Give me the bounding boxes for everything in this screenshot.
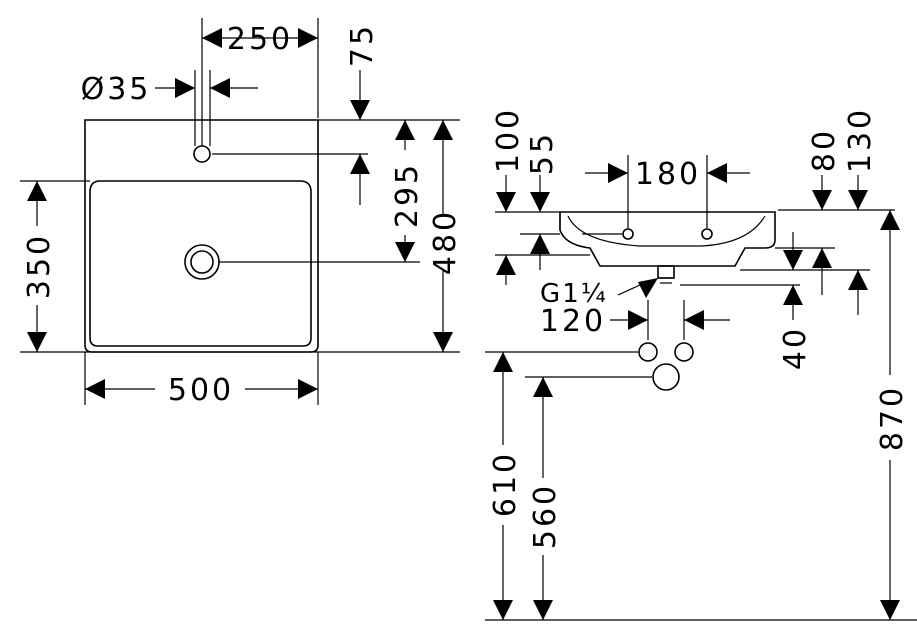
drain-outer <box>184 244 220 280</box>
side-tap-hole-right <box>701 228 713 240</box>
dim-610: 610 <box>488 451 523 517</box>
tap-hole <box>193 145 211 163</box>
dim-560: 560 <box>528 483 563 549</box>
dim-500: 500 <box>168 373 234 408</box>
waste-fitting <box>657 265 675 279</box>
dim-80: 80 <box>807 128 842 172</box>
dim-250: 250 <box>227 22 293 57</box>
dim-55: 55 <box>525 131 560 175</box>
supply-left <box>638 342 658 362</box>
dim-180: 180 <box>635 157 701 192</box>
dim-130: 130 <box>843 107 878 173</box>
side-view: 180 100 55 80 130 <box>485 107 917 621</box>
dim-480: 480 <box>428 209 463 275</box>
dim-100: 100 <box>491 107 526 173</box>
dim-40: 40 <box>778 326 813 370</box>
dim-870: 870 <box>875 385 910 451</box>
bowl-outline <box>89 180 312 347</box>
supply-right <box>674 342 694 362</box>
dim-g1-quarter: G1¼ <box>540 279 608 309</box>
waste-outlet <box>652 363 680 391</box>
dim-295: 295 <box>390 162 425 228</box>
dim-diameter-35: Ø35 <box>81 72 152 107</box>
plan-view: 250 75 Ø35 295 480 <box>20 18 463 408</box>
drain-inner <box>190 250 214 274</box>
dim-120: 120 <box>540 304 606 339</box>
side-tap-hole-left <box>622 228 634 240</box>
basin-profile <box>559 211 776 267</box>
dim-350: 350 <box>22 233 57 299</box>
dim-75: 75 <box>345 23 380 67</box>
basin-outline <box>84 119 319 353</box>
